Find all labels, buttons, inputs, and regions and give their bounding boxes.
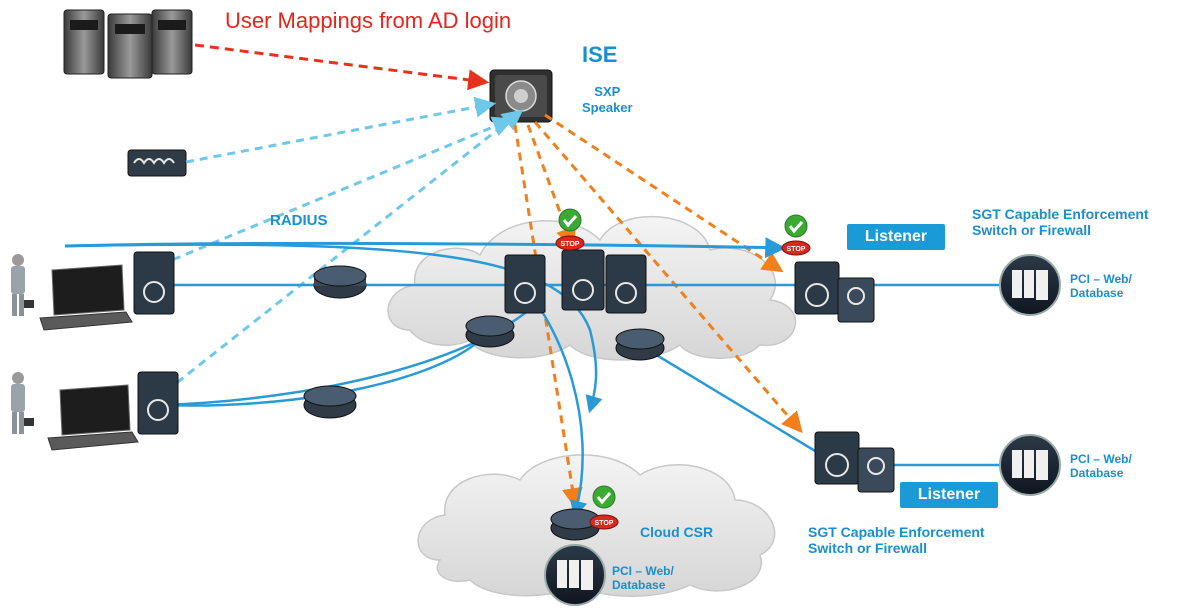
check-icon-csr [592,485,616,509]
data-line-diag [639,343,831,462]
router-icon-3 [615,328,665,361]
enforcement-switch-icon-1 [794,261,875,323]
database-icon-3 [544,544,606,606]
check-icon-listener [784,214,808,238]
router-icon-1 [313,265,367,299]
ise-label: ISE [582,42,618,67]
core-switch-icon-2 [561,249,605,311]
radius-line-device [185,96,497,164]
ise-appliance-icon [489,69,553,123]
database-icon-2 [999,434,1061,496]
sxp-speaker-label: SXP Speaker [582,84,633,115]
router-icon-2 [465,315,515,348]
core-switch-icon-3 [605,254,647,314]
access-device-icon [127,149,187,177]
ad-servers-icon [63,9,193,79]
ad-mapping-arrow [194,43,490,91]
cloud-csr-router-icon [550,508,600,541]
core-switch-icon-1 [504,254,546,314]
stop-icon-listener: STOP [781,240,811,256]
router-icon-4 [303,385,357,419]
access-switch-icon-1 [133,251,175,315]
pci-label-3: PCI – Web/ Database [612,564,674,592]
pci-label-2: PCI – Web/ Database [1070,452,1132,480]
laptop-icon-2 [47,384,139,451]
listener-badge-1: Listener [847,224,945,250]
radius-label: RADIUS [270,212,328,229]
sxp-line-core [526,124,577,249]
user-icon-2 [11,372,34,434]
laptop-icon-1 [39,264,133,331]
enforcement-switch-icon-2 [814,431,895,493]
radius-line-switch1 [159,116,514,267]
listener-badge-2: Listener [900,482,998,508]
sxp-line-listener2 [533,121,803,434]
database-icon-1 [999,254,1061,316]
user-icon-1 [11,254,34,316]
svg-text:STOP: STOP [787,246,806,253]
pci-label-1: PCI – Web/ Database [1070,272,1132,300]
cloud-csr-label: Cloud CSR [640,524,714,540]
data-line-lower1 [159,329,491,407]
check-icon-core [558,208,582,232]
enforcement-label-1: SGT Capable Enforcement Switch or Firewa… [972,206,1149,238]
svg-text:STOP: STOP [561,241,580,248]
svg-text:STOP: STOP [595,520,614,527]
enforcement-label-2: SGT Capable Enforcement Switch or Firewa… [808,524,985,556]
access-switch-icon-2 [137,371,179,435]
stop-icon-csr: STOP [589,514,619,530]
stop-icon-core: STOP [555,235,585,251]
diagram-title: User Mappings from AD login [225,8,512,33]
sxp-line-listener1 [544,113,784,273]
radius-line-switch2 [154,109,524,402]
